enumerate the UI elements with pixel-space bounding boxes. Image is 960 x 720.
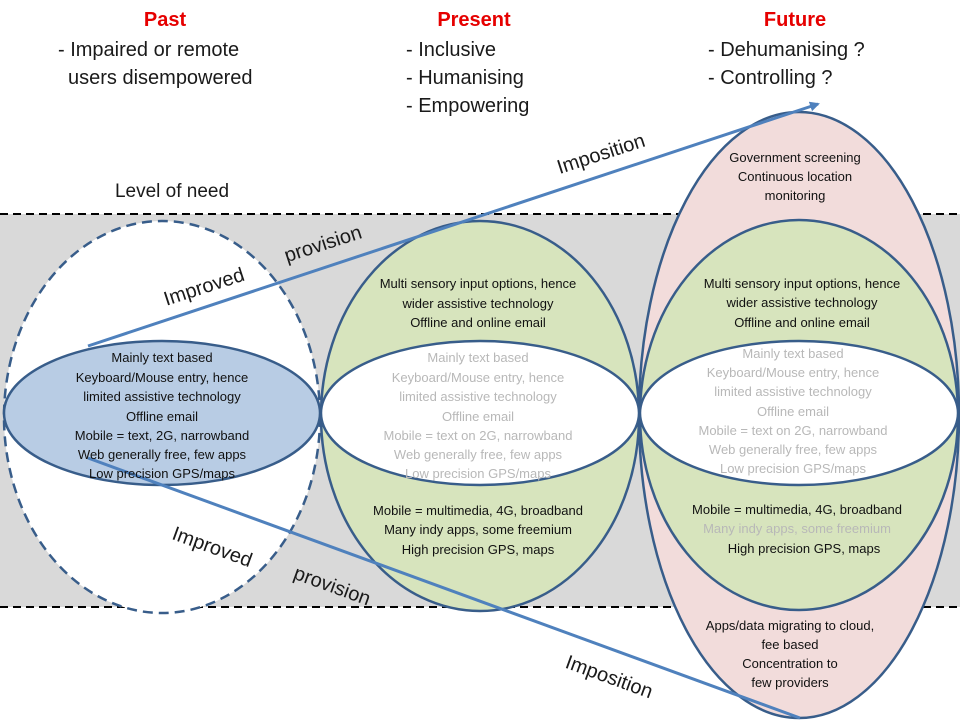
future-lower-line-2: Many indy apps, some freemium xyxy=(703,521,891,536)
past-core-line-4: Offline email xyxy=(126,409,198,424)
past-core-line-7: Low precision GPS/maps xyxy=(89,466,235,481)
future-core-line-2: Keyboard/Mouse entry, hence xyxy=(707,365,879,380)
future-title: Future xyxy=(764,9,826,31)
present-bottom-line-1: Mobile = multimedia, 4G, broadband xyxy=(373,503,583,518)
future-core-line-5: Mobile = text on 2G, narrowband xyxy=(699,423,888,438)
past-core-line-6: Web generally free, few apps xyxy=(78,447,247,462)
future-upper-line-3: Offline and online email xyxy=(734,315,870,330)
present-core-line-7: Low precision GPS/maps xyxy=(405,466,551,481)
future-upper-line-1: Multi sensory input options, hence xyxy=(704,276,901,291)
present-core-line-2: Keyboard/Mouse entry, hence xyxy=(392,370,564,385)
present-core-line-4: Offline email xyxy=(442,409,514,424)
present-top-line-1: Multi sensory input options, hence xyxy=(380,276,577,291)
future-bottom-line-2: fee based xyxy=(761,637,818,652)
present-item-1: - Inclusive xyxy=(406,39,496,61)
present-core-line-3: limited assistive technology xyxy=(399,389,557,404)
level-of-need-label: Level of need xyxy=(115,181,229,202)
present-top-line-3: Offline and online email xyxy=(410,315,546,330)
past-core-line-2: Keyboard/Mouse entry, hence xyxy=(76,370,248,385)
future-bottom-line-1: Apps/data migrating to cloud, xyxy=(706,618,874,633)
present-top-line-2: wider assistive technology xyxy=(401,296,554,311)
present-bottom-line-3: High precision GPS, maps xyxy=(402,542,555,557)
past-core-line-3: limited assistive technology xyxy=(83,389,241,404)
future-core-line-7: Low precision GPS/maps xyxy=(720,461,866,476)
future-core-line-4: Offline email xyxy=(757,404,829,419)
future-item-1: - Dehumanising ? xyxy=(708,39,865,61)
future-upper-line-2: wider assistive technology xyxy=(725,295,878,310)
present-core-line-6: Web generally free, few apps xyxy=(394,447,563,462)
upper-arrow xyxy=(87,101,820,348)
future-lower-line-1: Mobile = multimedia, 4G, broadband xyxy=(692,502,902,517)
present-bottom-line-2: Many indy apps, some freemium xyxy=(384,522,572,537)
past-core-line-1: Mainly text based xyxy=(111,350,212,365)
present-core-line-1: Mainly text based xyxy=(427,350,528,365)
imposition-top-label: Imposition xyxy=(554,130,647,179)
future-core-ellipse xyxy=(638,339,960,487)
present-item-2: - Humanising xyxy=(406,67,524,89)
future-item-2: - Controlling ? xyxy=(708,67,833,89)
future-core-line-1: Mainly text based xyxy=(742,346,843,361)
past-item-2: users disempowered xyxy=(68,67,253,89)
future-top-line-2: Continuous location xyxy=(738,169,852,184)
past-core-line-5: Mobile = text, 2G, narrowband xyxy=(75,428,250,443)
lower-arrow xyxy=(87,456,801,720)
future-bottom-line-4: few providers xyxy=(751,675,829,690)
present-title: Present xyxy=(437,9,511,31)
future-core-line-3: limited assistive technology xyxy=(714,384,872,399)
future-lower-line-3: High precision GPS, maps xyxy=(728,541,881,556)
past-item-1: - Impaired or remote xyxy=(58,39,239,61)
future-top-line-3: monitoring xyxy=(765,188,826,203)
past-title: Past xyxy=(144,9,187,31)
future-core-line-6: Web generally free, few apps xyxy=(709,442,878,457)
future-top-line-1: Government screening xyxy=(729,150,861,165)
present-core-line-5: Mobile = text on 2G, narrowband xyxy=(384,428,573,443)
future-bottom-line-3: Concentration to xyxy=(742,656,837,671)
present-item-3: - Empowering xyxy=(406,95,529,117)
